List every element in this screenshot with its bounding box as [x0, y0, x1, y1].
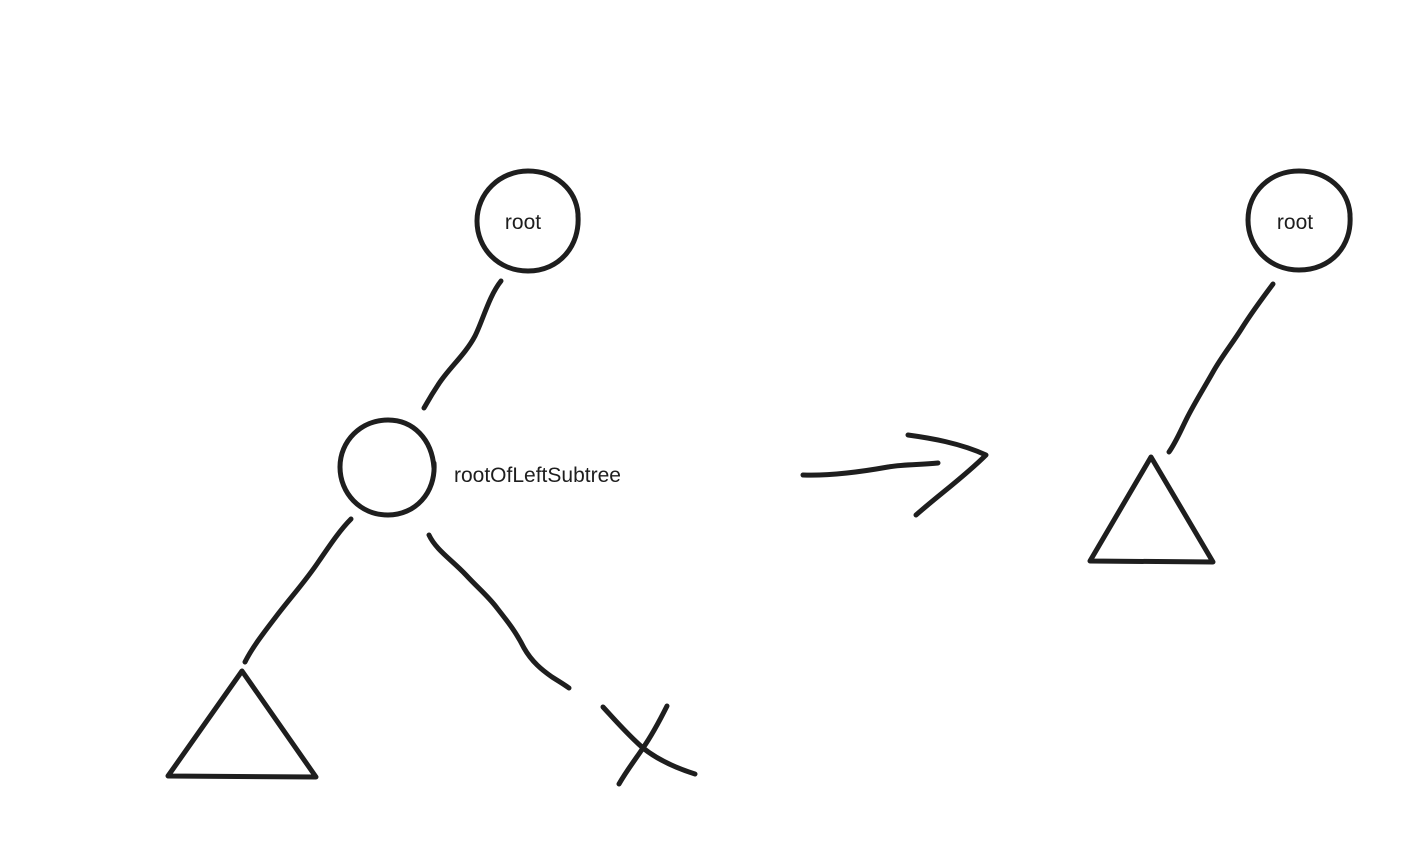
after-subtree-triangle: [1087, 454, 1216, 565]
before-child-to-removed-edge: [426, 532, 572, 691]
before-root-label: root: [505, 211, 541, 234]
before-root-circle: [474, 168, 581, 274]
before-child-to-subtree-edge: [242, 516, 354, 665]
before-left-subtree-triangle: [165, 668, 319, 780]
after-root-label: root: [1277, 211, 1313, 234]
x-mark-stroke-2: [616, 703, 670, 787]
before-left-child-label: rootOfLeftSubtree: [454, 464, 621, 487]
before-root-node: root: [474, 168, 581, 274]
before-left-child-circle: [337, 417, 437, 518]
before-left-child-node: rootOfLeftSubtree: [337, 417, 621, 518]
removed-node-x-mark: [600, 703, 698, 787]
transform-arrow: [800, 432, 989, 518]
before-tree: root rootOfLeftSubtree: [165, 168, 698, 787]
after-root-node: root: [1245, 168, 1353, 273]
after-tree: root: [1087, 168, 1353, 565]
arrow-shaft: [800, 460, 941, 478]
after-root-to-subtree-edge: [1166, 281, 1276, 455]
after-root-circle: [1245, 168, 1353, 273]
arrow-head: [905, 432, 989, 518]
before-root-to-child-edge: [421, 278, 504, 411]
